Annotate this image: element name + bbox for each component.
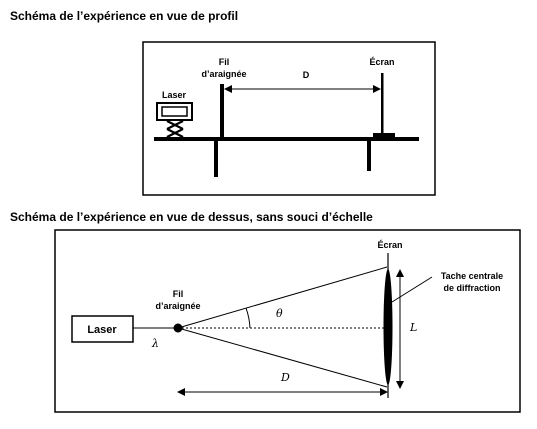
profile-screen-base	[373, 133, 395, 137]
spot-label-line1: Tache centrale	[441, 271, 503, 281]
angle-arc	[245, 307, 251, 329]
top-view-caption: Schéma de l’expérience en vue de dessus,…	[10, 210, 373, 224]
central-diffraction-spot	[383, 269, 393, 385]
wavelength-label: λ	[151, 337, 159, 350]
profile-laser-label: Laser	[162, 90, 187, 100]
bench-leg-right	[367, 141, 371, 171]
top-view: Laser λ Fil d’araignée θ Écran Tache cen…	[54, 229, 521, 413]
spot-label-line2: de diffraction	[443, 283, 500, 293]
laser-scissor-stand	[166, 120, 184, 138]
top-distance-label: D	[280, 371, 290, 384]
top-view-frame	[54, 229, 521, 413]
profile-wire-label-line1: Fil	[219, 57, 230, 67]
profile-view-frame	[142, 41, 436, 196]
profile-wire-holder	[220, 84, 224, 137]
profile-screen	[381, 73, 384, 133]
top-wire-label-line2: d’araignée	[155, 301, 200, 311]
top-wire-label-line1: Fil	[173, 289, 184, 299]
ray-upper	[177, 266, 388, 329]
profile-distance-label: D	[303, 70, 310, 80]
top-screen-label: Écran	[377, 240, 402, 250]
top-laser-body	[71, 315, 134, 343]
bench-leg-left	[214, 141, 218, 177]
optical-bench	[154, 137, 419, 141]
profile-view-caption: Schéma de l’expérience en vue de profil	[10, 9, 239, 23]
profile-view: Laser Fil d’araignée Écran D	[142, 41, 436, 196]
ray-lower	[177, 327, 388, 388]
profile-wire-label-line2: d’araignée	[201, 69, 246, 79]
top-laser-label: Laser	[87, 324, 117, 336]
spot-label-pointer	[391, 276, 433, 303]
angle-label: θ	[276, 307, 283, 320]
profile-laser-aperture	[161, 106, 188, 117]
spot-width-label: L	[409, 321, 417, 334]
profile-screen-label: Écran	[369, 57, 394, 67]
